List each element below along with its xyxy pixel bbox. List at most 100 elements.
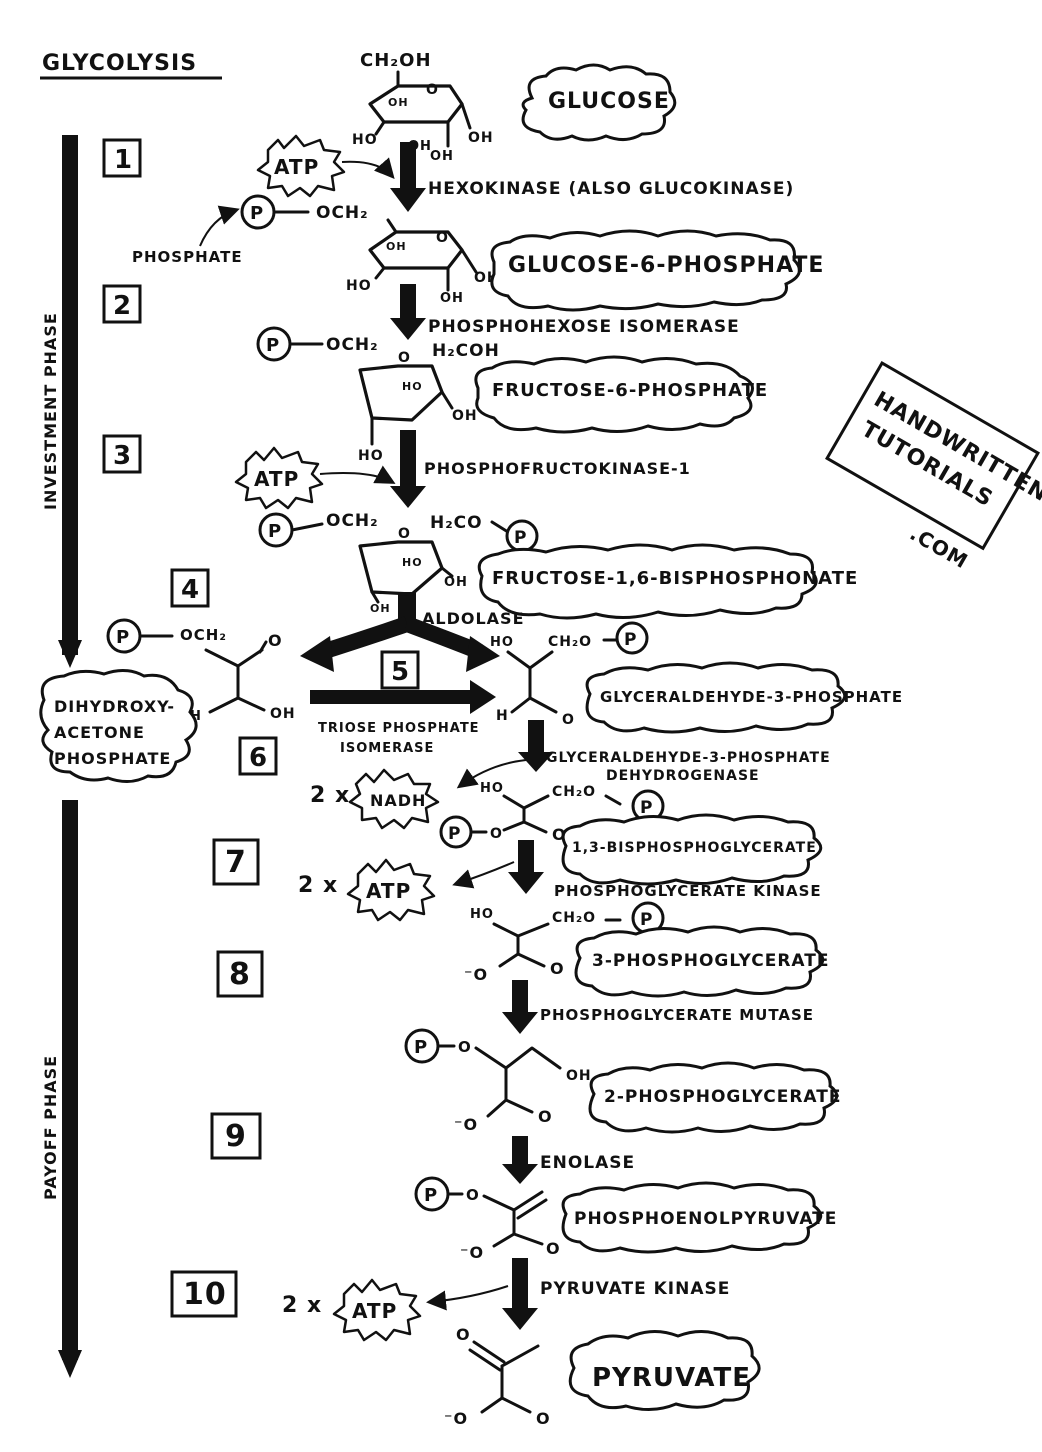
pep-label: PHOSPHOENOLPYRUVATE <box>561 1181 836 1254</box>
step-box-1: 1 <box>102 138 142 178</box>
g3p-structure: HO CH₂O P H O <box>490 621 649 728</box>
svg-text:HO: HO <box>402 380 423 393</box>
aldolase-split-arrow <box>300 592 500 672</box>
svg-text:⁻O: ⁻O <box>464 965 488 984</box>
3pg-structure: HO CH₂O P ⁻O O <box>464 901 665 984</box>
svg-text:OH: OH <box>452 408 478 424</box>
enzyme-10: PYRUVATE KINASE <box>540 1279 730 1299</box>
svg-text:NADH: NADH <box>370 791 426 810</box>
2pg-structure: P O OH ⁻O O <box>404 1028 592 1134</box>
enzyme-3: PHOSPHOFRUCTOKINASE-1 <box>424 459 691 478</box>
svg-text:H₂CO: H₂CO <box>430 513 483 533</box>
step-box-4: 4 <box>170 568 210 608</box>
svg-text:P: P <box>424 1185 438 1206</box>
enzyme-2: PHOSPHOHEXOSE ISOMERASE <box>428 317 740 337</box>
svg-text:HO: HO <box>470 907 494 922</box>
glucose-6-phosphate-structure: P OCH₂ O OH HO OH OH <box>240 194 499 306</box>
glucose-structure: CH₂OH O OH HO OH OH OH <box>352 50 493 164</box>
bpg-structure: HO CH₂O P P O O <box>439 781 665 849</box>
svg-text:O: O <box>398 350 411 366</box>
atp-arrow-step1 <box>341 157 395 180</box>
svg-text:4: 4 <box>181 575 200 605</box>
svg-text:8: 8 <box>229 957 251 992</box>
svg-text:ACETONE: ACETONE <box>54 723 145 742</box>
payoff-phase-label: PAYOFF PHASE <box>41 1055 60 1200</box>
fructose-bisphosphate-structure: P OCH₂ O H₂CO P HO OH OH <box>258 511 539 615</box>
pyruvate-label: PYRUVATE <box>568 1330 761 1411</box>
fructose-6-phosphate-structure: P OCH₂ O H₂COH HO OH HO <box>256 326 500 464</box>
enzyme-4: ALDOLASE <box>422 609 525 628</box>
svg-text:P: P <box>640 798 653 818</box>
svg-text:ATP: ATP <box>274 155 319 179</box>
bpg-label: 1,3-BISPHOSPHOGLYCERATE <box>561 813 823 886</box>
glucose-label: GLUCOSE <box>521 63 677 142</box>
dhap-label: DIHYDROXY- ACETONE PHOSPHATE <box>39 669 198 783</box>
svg-text:OH: OH <box>440 291 464 306</box>
svg-text:⁻O: ⁻O <box>460 1243 484 1262</box>
title: GLYCOLYSIS <box>42 51 197 76</box>
svg-text:1: 1 <box>114 145 133 175</box>
pep-structure: P O ⁻O O <box>414 1176 560 1262</box>
svg-text:OCH₂: OCH₂ <box>316 203 369 223</box>
svg-text:P: P <box>640 910 653 930</box>
svg-text:O: O <box>562 712 575 728</box>
phosphate-label: PHOSPHATE <box>132 248 243 266</box>
enzyme-6b: DEHYDROGENASE <box>606 768 760 784</box>
svg-text:ATP: ATP <box>366 879 411 903</box>
enzyme-5b: ISOMERASE <box>340 741 434 756</box>
svg-text:P: P <box>414 1037 428 1058</box>
svg-text:6: 6 <box>249 743 268 773</box>
svg-text:FRUCTOSE-6-PHOSPHATE: FRUCTOSE-6-PHOSPHATE <box>492 380 768 401</box>
svg-text:OH: OH <box>430 149 454 164</box>
dhap-structure: P OCH₂ O H OH <box>106 618 295 724</box>
svg-text:⁻O: ⁻O <box>454 1115 478 1134</box>
atp-badge-step7: ATP <box>346 858 436 922</box>
svg-text:P: P <box>624 630 637 650</box>
svg-text:P: P <box>268 521 282 542</box>
svg-text:2-PHOSPHOGLYCERATE: 2-PHOSPHOGLYCERATE <box>604 1087 841 1107</box>
svg-text:3-PHOSPHOGLYCERATE: 3-PHOSPHOGLYCERATE <box>592 951 829 971</box>
step-box-7: 7 <box>212 838 260 886</box>
watermark-stamp: HANDWRITTEN TUTORIALS .COM <box>825 360 1042 573</box>
svg-text:OH: OH <box>444 575 468 590</box>
svg-text:P: P <box>266 335 280 356</box>
svg-text:P: P <box>514 528 527 548</box>
fructose-6-phosphate-label: FRUCTOSE-6-PHOSPHATE <box>474 355 768 434</box>
investment-phase-arrow <box>58 135 82 668</box>
reaction-arrows <box>390 142 554 1330</box>
svg-text:HO: HO <box>480 781 504 796</box>
svg-text:O: O <box>398 526 411 542</box>
atp-arrow-step10 <box>426 1285 509 1311</box>
svg-text:O: O <box>436 230 449 246</box>
svg-text:DIHYDROXY-: DIHYDROXY- <box>54 697 175 716</box>
step-box-6: 6 <box>238 736 278 776</box>
svg-text:2: 2 <box>113 291 132 321</box>
svg-text:OCH₂: OCH₂ <box>326 335 379 355</box>
investment-phase-label: INVESTMENT PHASE <box>41 312 60 510</box>
svg-text:OH: OH <box>566 1068 592 1084</box>
nadh-multiplier: 2 x <box>310 783 350 808</box>
svg-text:10: 10 <box>183 1277 227 1312</box>
enzyme-9: ENOLASE <box>540 1153 635 1173</box>
atp-badge-step3: ATP <box>234 446 324 510</box>
isomerase-arrow <box>310 680 496 714</box>
svg-text:GLUCOSE-6-PHOSPHATE: GLUCOSE-6-PHOSPHATE <box>508 253 824 278</box>
step-box-3: 3 <box>102 434 142 474</box>
fructose-bisphosphate-label: FRUCTOSE-1,6-BISPHOSPHONATE <box>477 543 857 620</box>
atp-multiplier-step10: 2 x <box>282 1293 322 1318</box>
atp-badge-step10: ATP <box>332 1278 422 1342</box>
svg-text:H: H <box>496 708 509 724</box>
svg-text:OCH₂: OCH₂ <box>180 626 227 644</box>
svg-text:PYRUVATE: PYRUVATE <box>592 1363 751 1393</box>
glucose-6-phosphate-label: GLUCOSE-6-PHOSPHATE <box>490 229 824 312</box>
atp-arrow-step3 <box>319 465 396 484</box>
svg-text:P: P <box>448 824 461 844</box>
svg-text:⁻O: ⁻O <box>444 1409 468 1428</box>
svg-text:OH: OH <box>388 96 409 109</box>
step-box-9: 9 <box>210 1112 262 1160</box>
enzyme-1: HEXOKINASE (ALSO GLUCOKINASE) <box>428 179 794 199</box>
phosphate-arrow <box>199 205 240 247</box>
svg-text:O: O <box>536 1409 551 1428</box>
svg-text:H₂COH: H₂COH <box>432 341 500 361</box>
svg-text:O: O <box>550 959 565 978</box>
